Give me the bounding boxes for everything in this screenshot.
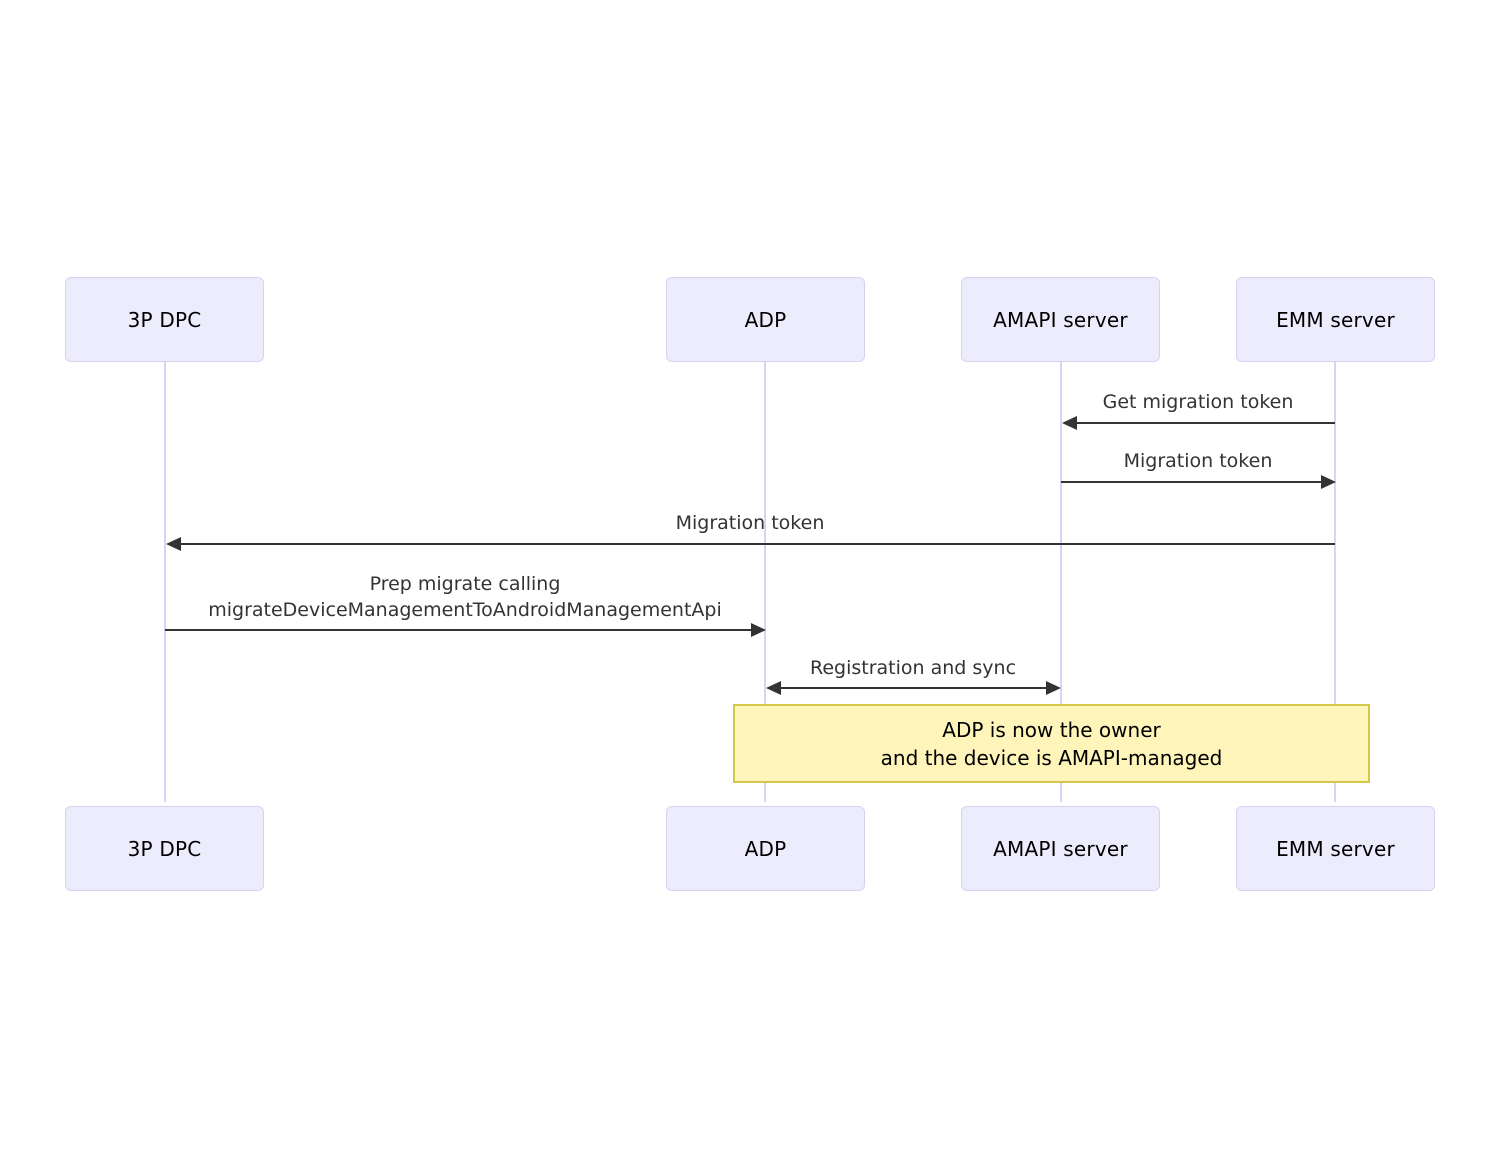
message-arrowhead-get-migration-token bbox=[1062, 416, 1077, 430]
participant-box-emm-server-bottom[interactable]: EMM server bbox=[1236, 806, 1435, 891]
message-line-migration-token-emm-dpc bbox=[169, 543, 1335, 545]
message-arrowhead-migration-token-amapi-emm bbox=[1321, 475, 1336, 489]
participant-label-emm-server-bottom: EMM server bbox=[1276, 836, 1395, 861]
participant-box-emm-server-top[interactable]: EMM server bbox=[1236, 277, 1435, 362]
participant-box-amapi-server-bottom[interactable]: AMAPI server bbox=[961, 806, 1160, 891]
message-line-migration-token-amapi-emm bbox=[1061, 481, 1331, 483]
participant-box-amapi-server-top[interactable]: AMAPI server bbox=[961, 277, 1160, 362]
lifeline-3p-dpc bbox=[164, 362, 166, 802]
message-line-prep-migrate bbox=[165, 629, 751, 631]
message-label-migration-token-emm-dpc: Migration token bbox=[675, 512, 825, 534]
participant-box-adp-bottom[interactable]: ADP bbox=[666, 806, 865, 891]
message-line-registration-and-sync bbox=[769, 687, 1046, 689]
participant-label-adp-top: ADP bbox=[744, 307, 787, 332]
lifeline-amapi-server bbox=[1060, 362, 1062, 802]
message-arrowhead-prep-migrate bbox=[751, 623, 766, 637]
message-label-prep-migrate: Prep migrate calling migrateDeviceManage… bbox=[208, 573, 722, 621]
participant-label-amapi-server-bottom: AMAPI server bbox=[993, 836, 1128, 861]
participant-label-3p-dpc-bottom: 3P DPC bbox=[127, 836, 202, 861]
note-line-2: and the device is AMAPI-managed bbox=[880, 745, 1223, 770]
message-line-get-migration-token bbox=[1065, 422, 1335, 424]
message-label-migration-token-amapi-emm: Migration token bbox=[1123, 450, 1273, 472]
participant-box-3p-dpc-bottom[interactable]: 3P DPC bbox=[65, 806, 264, 891]
note-line-1: ADP is now the owner bbox=[942, 717, 1161, 742]
message-label-get-migration-token: Get migration token bbox=[1102, 391, 1294, 413]
participant-label-adp-bottom: ADP bbox=[744, 836, 787, 861]
participant-label-emm-server-top: EMM server bbox=[1276, 307, 1395, 332]
participant-box-adp-top[interactable]: ADP bbox=[666, 277, 865, 362]
participant-label-3p-dpc-top: 3P DPC bbox=[127, 307, 202, 332]
message-arrowhead-left-registration-and-sync bbox=[766, 681, 781, 695]
participant-box-3p-dpc-top[interactable]: 3P DPC bbox=[65, 277, 264, 362]
note-adp-owner: ADP is now the owner and the device is A… bbox=[733, 704, 1370, 783]
lifeline-adp bbox=[764, 362, 766, 802]
message-label-registration-and-sync: Registration and sync bbox=[809, 657, 1017, 679]
message-arrowhead-migration-token-emm-dpc bbox=[166, 537, 181, 551]
lifeline-emm-server bbox=[1334, 362, 1336, 802]
message-arrowhead-right-registration-and-sync bbox=[1046, 681, 1061, 695]
participant-label-amapi-server-top: AMAPI server bbox=[993, 307, 1128, 332]
